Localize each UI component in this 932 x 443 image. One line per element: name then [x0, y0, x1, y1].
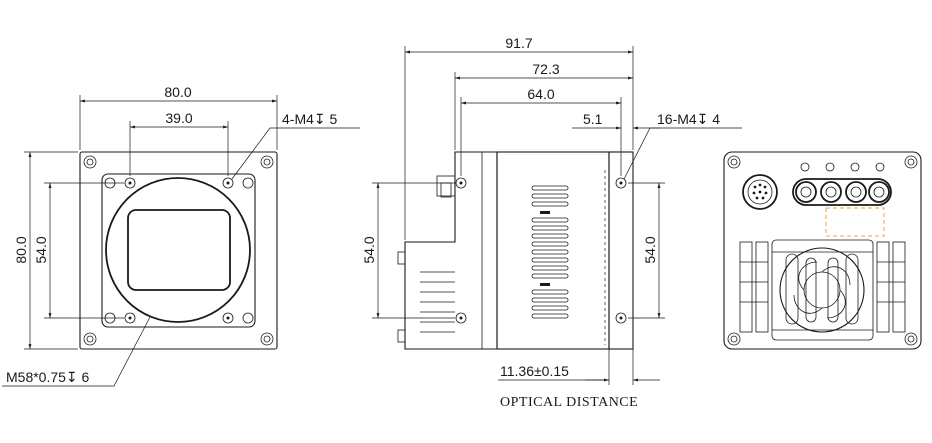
dim-side-body: 72.3: [532, 61, 559, 77]
corner-screws: [83, 155, 274, 346]
round-connector: [742, 174, 778, 210]
label-area: [825, 207, 885, 237]
side-fins-left: [397, 251, 455, 343]
dim-front-height: 80.0: [13, 236, 29, 263]
front-view: 80.0 39.0 4-M4↧ 5 80.0 54.0 M58*0.75↧ 6: [2, 84, 360, 387]
coax-port-bank: [792, 178, 892, 206]
status-leds: [800, 162, 885, 172]
dim-optical-distance: 11.36±0.15: [500, 363, 569, 379]
m4-holes-side: [455, 177, 627, 324]
fan: [779, 247, 865, 333]
dim-front-width: 80.0: [164, 84, 191, 100]
dim-side-hole-distance: 64.0: [527, 86, 554, 102]
dim-side-total: 91.7: [505, 35, 532, 51]
dim-side-right-height: 54.0: [642, 236, 658, 263]
rear-heatsink: [739, 239, 906, 341]
dim-side-left-height: 54.0: [361, 236, 377, 263]
dim-front-hole-spacing: 39.0: [165, 110, 192, 126]
rear-corner-screws: [727, 155, 918, 346]
callout-front-mount: M58*0.75↧ 6: [6, 369, 90, 385]
callout-side-thread: 16-M4↧ 4: [657, 111, 720, 127]
dim-side-offset: 5.1: [583, 111, 603, 127]
label-optical-distance: OPTICAL DISTANCE: [500, 395, 638, 410]
side-vents: [531, 185, 569, 319]
dim-front-hole-height: 54.0: [33, 236, 49, 263]
side-view: 91.7 72.3 64.0 5.1 16-M4↧ 4 54.0 54.0 11…: [361, 35, 742, 410]
rear-view: [723, 151, 922, 350]
callout-front-thread: 4-M4↧ 5: [282, 111, 338, 127]
